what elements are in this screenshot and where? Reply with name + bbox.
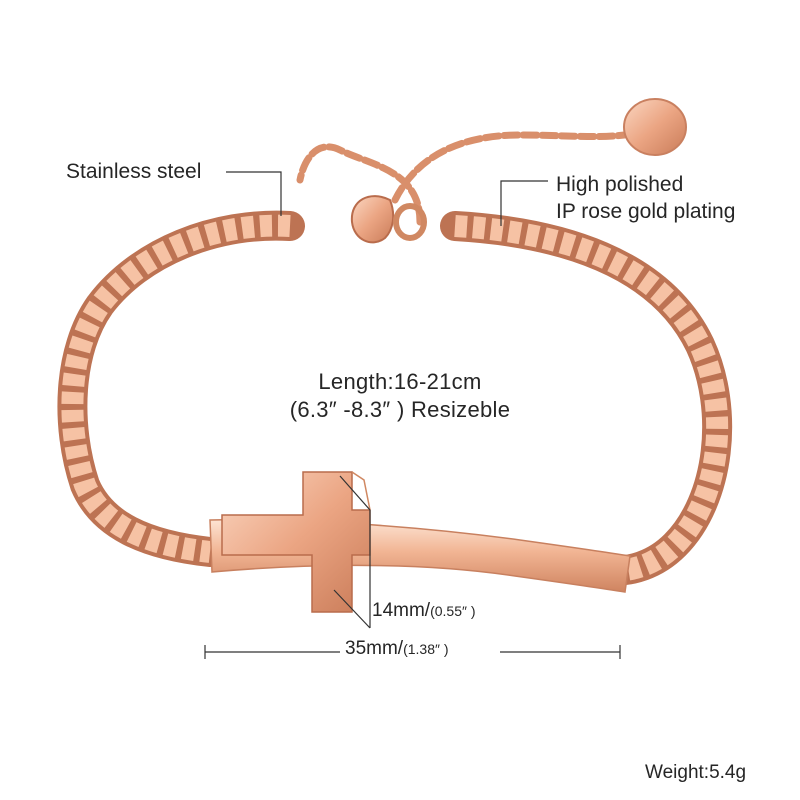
length-line-2: (6.3″ -8.3″ ) Resizeble [289, 397, 511, 422]
material-label: Stainless steel [66, 160, 202, 183]
finish-line-1: High polished [556, 173, 684, 196]
length-label: Length:16-21cm (6.3″ -8.3″ ) Resizeble [240, 368, 560, 424]
length-line-1: Length:16-21cm [318, 369, 482, 394]
chain-right-links [454, 215, 729, 582]
extension-chain [296, 128, 644, 226]
finish-line-2: IP rose gold plating [556, 200, 736, 223]
finish-label: High polished IP rose gold plating [556, 171, 735, 225]
chain-left-links [61, 214, 291, 563]
cross-pendant [221, 471, 371, 613]
height-main: 14mm/ [372, 600, 431, 621]
end-tag [623, 98, 687, 156]
height-small: (0.55″ ) [430, 603, 476, 619]
lobster-clasp [350, 195, 427, 244]
width-main: 35mm/ [345, 638, 404, 659]
width-label: 35mm/(1.38″ ) [345, 638, 449, 660]
annotation-lines [204, 171, 621, 659]
height-label: 14mm/(0.55″ ) [372, 600, 476, 622]
weight-label: Weight:5.4g [645, 762, 747, 783]
width-small: (1.38″ ) [403, 641, 449, 657]
